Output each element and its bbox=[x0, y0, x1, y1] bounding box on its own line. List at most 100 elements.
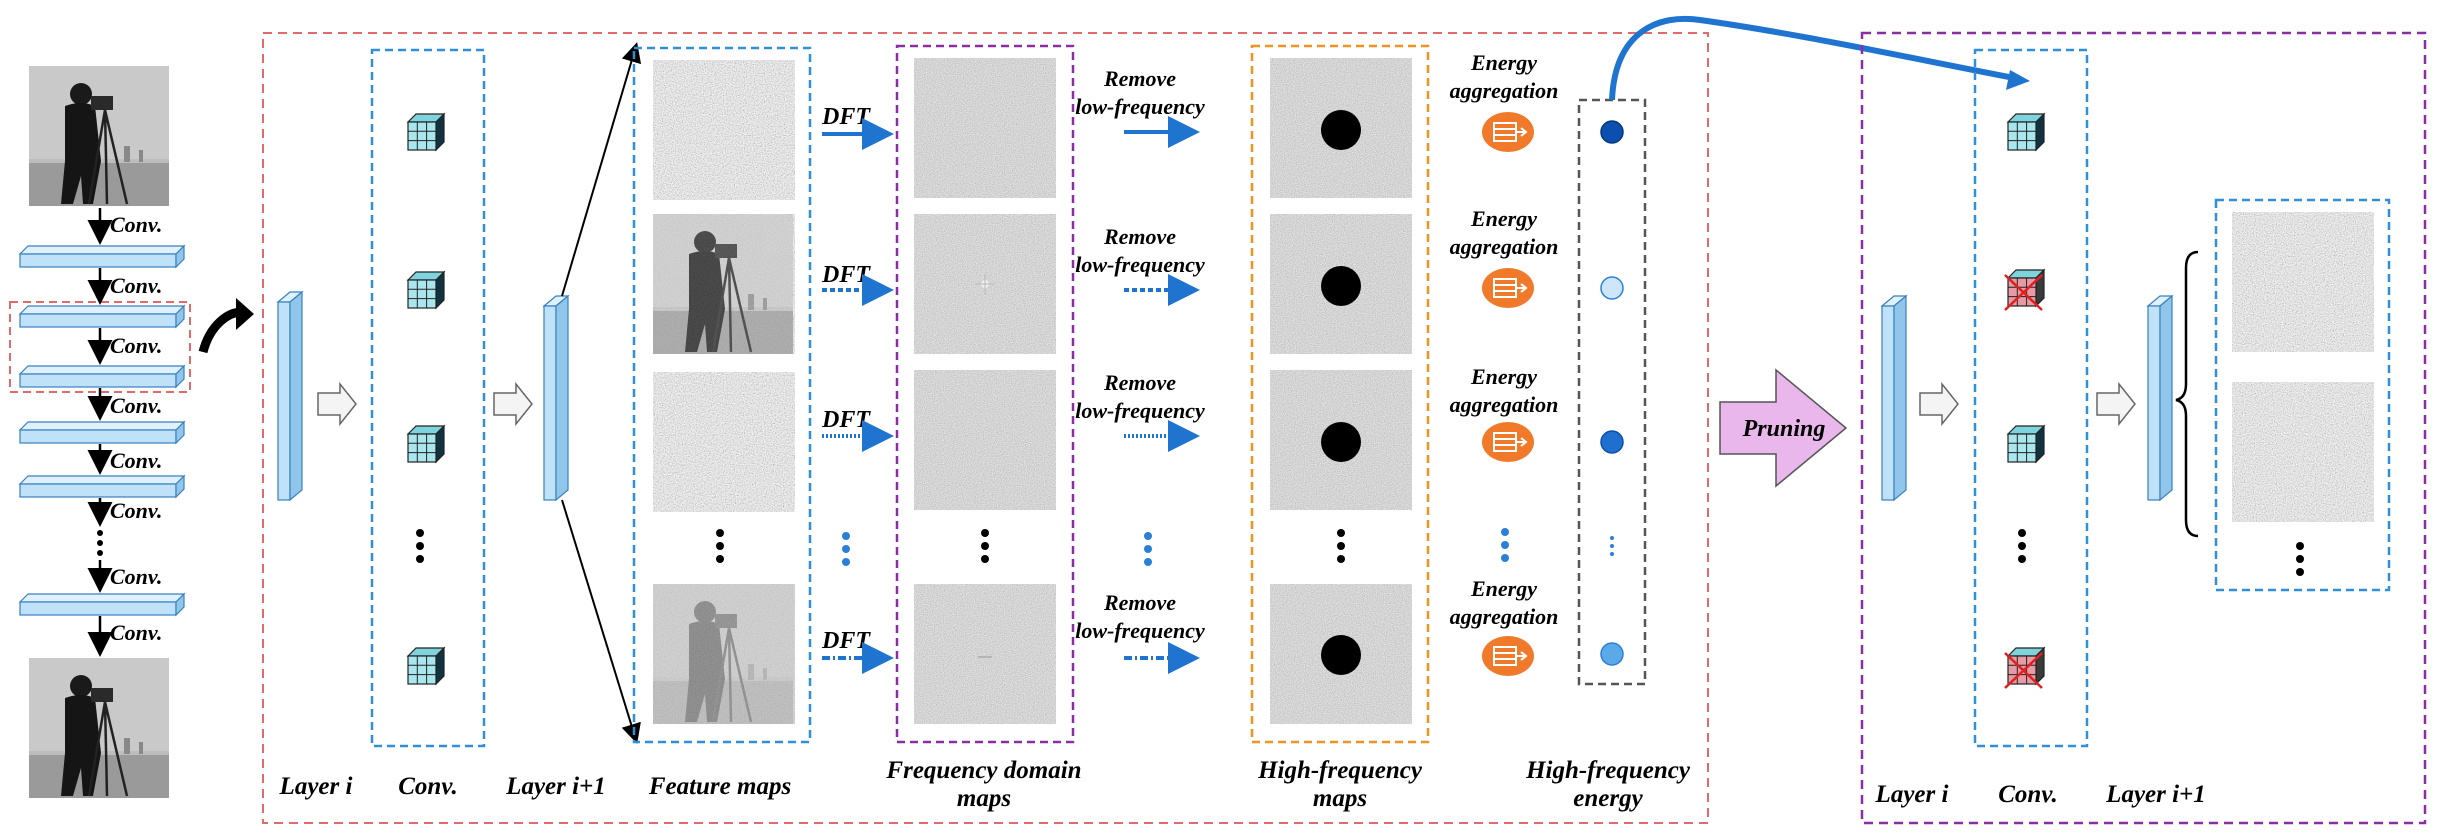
highfreq-map bbox=[1270, 370, 1412, 510]
frequency-map bbox=[914, 370, 1056, 510]
energy-label: Energy bbox=[1470, 576, 1537, 601]
expand-line-top bbox=[561, 42, 642, 297]
filter-cube-icon bbox=[407, 113, 445, 151]
backbone-conv-label: Conv. bbox=[110, 620, 162, 645]
backbone-conv-label: Conv. bbox=[110, 273, 162, 298]
pruned-feature-map bbox=[2232, 212, 2374, 352]
aggregation-node-icon bbox=[1481, 421, 1535, 463]
feature-map bbox=[651, 582, 795, 726]
selection-curve bbox=[1609, 15, 2015, 101]
label-conv: Conv. bbox=[1998, 781, 2058, 808]
pruned-conv-ellipsis bbox=[2018, 529, 2026, 563]
backbone-conv-label: Conv. bbox=[110, 333, 162, 358]
pruned-feature-maps-box bbox=[2214, 198, 2391, 592]
pruned-conv-box bbox=[1973, 48, 2089, 748]
feature-map bbox=[653, 372, 795, 512]
pruning-arrow: Pruning bbox=[1719, 368, 1848, 488]
highfreq-maps-box bbox=[1250, 44, 1430, 744]
dft-label: DFT bbox=[821, 262, 871, 288]
label-layer-i1: Layer i+1 bbox=[505, 773, 606, 800]
backbone-layer-bar bbox=[18, 364, 186, 389]
filter-cube-icon bbox=[2007, 113, 2045, 151]
aggregation-label: aggregation bbox=[1450, 234, 1559, 259]
filter-cube-icon bbox=[2007, 425, 2045, 463]
pruned-feature-ellipsis bbox=[2296, 542, 2304, 576]
label-layer-i: Layer i bbox=[1875, 781, 1949, 808]
backbone-layers bbox=[18, 244, 186, 617]
feature-ellipsis bbox=[716, 529, 724, 563]
lowfreq-label: low-frequency bbox=[1075, 94, 1205, 119]
backbone-ellipsis bbox=[97, 530, 103, 556]
lowfreq-label: low-frequency bbox=[1075, 252, 1205, 277]
dft-label: DFT bbox=[821, 407, 871, 433]
right-arrow-icon bbox=[2096, 383, 2136, 425]
backbone-conv-label: Conv. bbox=[110, 393, 162, 418]
filter-cube-icon bbox=[407, 425, 445, 463]
backbone-layer-bar bbox=[18, 592, 186, 617]
backbone-layer-bar bbox=[18, 244, 186, 269]
label-frequency-maps: maps bbox=[957, 785, 1011, 812]
backbone-layer-bar bbox=[18, 420, 186, 445]
label-conv: Conv. bbox=[398, 773, 458, 800]
energy-value-dot bbox=[1600, 120, 1624, 144]
backbone-conv-label: Conv. bbox=[110, 212, 162, 237]
remove-label: Remove bbox=[1103, 224, 1176, 249]
layer-i1-block bbox=[542, 294, 570, 502]
lowfreq-label: low-frequency bbox=[1075, 398, 1205, 423]
highfreq-map bbox=[1270, 214, 1412, 354]
frequency-maps-box bbox=[895, 44, 1075, 744]
pruned-labels: Layer i Conv. Layer i+1 bbox=[1875, 781, 2206, 808]
energy-value-dot bbox=[1600, 430, 1624, 454]
filter-cube-icon bbox=[407, 647, 445, 685]
conv-filters-box bbox=[370, 48, 486, 748]
label-layer-i: Layer i bbox=[279, 773, 353, 800]
aggregation-label: aggregation bbox=[1450, 604, 1559, 629]
dft-label: DFT bbox=[821, 104, 871, 130]
frequency-map bbox=[914, 214, 1056, 354]
remove-lowfreq-steps: Remove low-frequency Remove low-frequenc… bbox=[1075, 66, 1205, 674]
pruned-filter-cube-icon bbox=[2003, 646, 2046, 690]
right-arrow-icon bbox=[1919, 383, 1959, 425]
conv-ellipsis bbox=[416, 529, 424, 563]
aggregation-label: aggregation bbox=[1450, 78, 1559, 103]
frequency-map bbox=[914, 58, 1056, 198]
pruned-layer-i1-block bbox=[2146, 294, 2174, 502]
highfreq-map bbox=[1270, 58, 1412, 198]
highfreq-ellipsis bbox=[1337, 529, 1345, 563]
dft-label: DFT bbox=[821, 628, 871, 654]
backbone: Conv. Conv. Conv. Conv. Conv. Conv. Conv… bbox=[9, 64, 191, 800]
main-labels: Layer i Conv. Layer i+1 Feature maps Fre… bbox=[279, 757, 1691, 812]
pruned-panel bbox=[1860, 31, 2427, 825]
dft-arrows: DFT DFT DFT DFT bbox=[821, 104, 894, 674]
right-arrow-icon bbox=[317, 383, 357, 425]
energy-label: Energy bbox=[1470, 50, 1537, 75]
expand-arrow-head bbox=[236, 298, 254, 330]
backbone-layer-bar bbox=[18, 304, 186, 329]
energy-vector-box bbox=[1577, 98, 1647, 686]
input-image bbox=[27, 64, 171, 208]
pruned-filter-cube-icon bbox=[2003, 268, 2046, 312]
backbone-conv-label: Conv. bbox=[110, 564, 162, 589]
aggregation-node-icon bbox=[1481, 267, 1535, 309]
selection-curve-head bbox=[2006, 70, 2030, 90]
aggregation-node-icon bbox=[1481, 111, 1535, 153]
remove-label: Remove bbox=[1103, 590, 1176, 615]
pruned-layer-i-block bbox=[1880, 294, 1908, 502]
frequency-ellipsis bbox=[981, 529, 989, 563]
layer-i-block bbox=[276, 290, 304, 502]
analysis-panel bbox=[262, 32, 1709, 824]
pruning-label: Pruning bbox=[1742, 416, 1826, 442]
label-energy: energy bbox=[1573, 785, 1643, 812]
energy-value-dot bbox=[1600, 276, 1624, 300]
brace bbox=[2175, 250, 2199, 538]
label-feature-maps: Feature maps bbox=[648, 773, 791, 800]
selected-layers-box bbox=[9, 301, 191, 393]
label-layer-i1: Layer i+1 bbox=[2105, 781, 2206, 808]
pruned-feature-map bbox=[2232, 382, 2374, 522]
energy-label: Energy bbox=[1470, 364, 1537, 389]
frequency-map bbox=[914, 584, 1056, 724]
energy-value-dot bbox=[1600, 642, 1624, 666]
remove-label: Remove bbox=[1103, 370, 1176, 395]
output-image bbox=[27, 656, 171, 800]
aggregation-label: aggregation bbox=[1450, 392, 1559, 417]
